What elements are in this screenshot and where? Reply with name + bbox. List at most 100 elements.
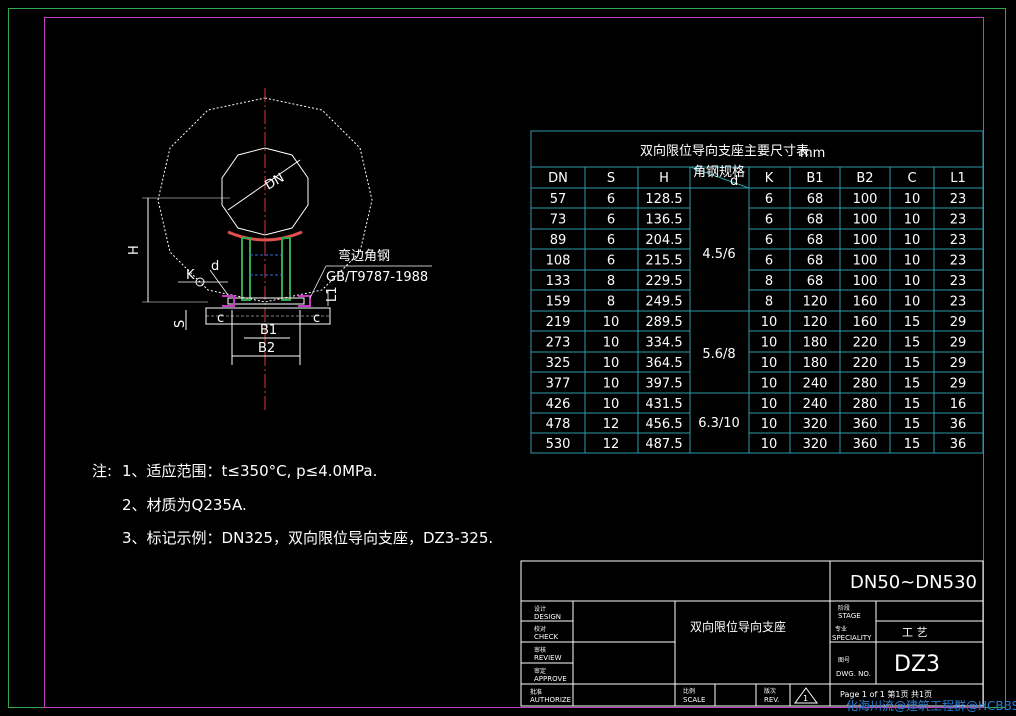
cell-b1: 240	[803, 377, 828, 392]
cell-k: 10	[761, 356, 778, 371]
c-right-label: c	[313, 311, 320, 326]
cell-h: 136.5	[645, 213, 682, 228]
cell-b1: 120	[803, 315, 828, 330]
tb-review-en: REVIEW	[534, 654, 562, 662]
cell-c: 10	[904, 233, 921, 248]
cell-dn: 478	[546, 417, 571, 432]
tb-check-cn: 校对	[534, 625, 546, 633]
d-group-3: 6.3/10	[698, 416, 740, 431]
cell-h: 487.5	[645, 437, 682, 452]
tb-dwg-value: DZ3	[894, 652, 940, 677]
tb-stage-cn: 阶段	[838, 604, 850, 612]
cell-h: 128.5	[645, 192, 682, 207]
cell-l1: 29	[950, 356, 967, 371]
b2-label: B2	[258, 341, 275, 356]
cell-c: 10	[904, 192, 921, 207]
cell-b2: 100	[853, 213, 878, 228]
watermark: 化海川流@建筑工程群@HCBBS	[846, 699, 1016, 713]
cell-l1: 29	[950, 315, 967, 330]
cell-b1: 68	[807, 274, 824, 289]
tb-name: 双向限位导向支座	[690, 619, 786, 634]
saddle-plate	[227, 230, 303, 242]
table-unit: mm	[800, 146, 825, 161]
note-1: 1、适应范围：t≤350°C, p≤4.0MPa.	[122, 462, 378, 480]
note-prefix: 注:	[92, 462, 113, 480]
col-header-b1: B1	[806, 171, 823, 186]
cell-dn: 426	[546, 397, 571, 412]
cell-s: 12	[603, 437, 620, 452]
col-header-h: H	[659, 171, 669, 186]
cell-s: 8	[607, 274, 615, 289]
d-group-1: 4.5/6	[702, 247, 735, 262]
cell-b2: 220	[853, 356, 878, 371]
cell-h: 249.5	[645, 295, 682, 310]
note-3: 3、标记示例：DN325，双向限位导向支座，DZ3-325.	[122, 529, 494, 547]
cell-l1: 23	[950, 254, 967, 269]
angle-steel-left	[222, 295, 235, 307]
tb-dwg-cn: 图号	[838, 657, 850, 664]
s-label: S	[173, 320, 188, 328]
cell-c: 15	[904, 417, 921, 432]
tb-design-cn: 设计	[534, 605, 546, 613]
cell-s: 10	[603, 356, 620, 371]
cell-s: 6	[607, 233, 615, 248]
cell-c: 15	[904, 336, 921, 351]
cell-c: 15	[904, 356, 921, 371]
tb-rev-cn: 版次	[764, 687, 776, 695]
col-header-dn: DN	[548, 171, 568, 186]
tb-scale-en: SCALE	[683, 696, 705, 704]
cell-h: 431.5	[645, 397, 682, 412]
cell-b1: 68	[807, 254, 824, 269]
cell-b1: 320	[803, 417, 828, 432]
cell-l1: 29	[950, 377, 967, 392]
tb-speciality-en: SPECIALITY	[832, 634, 872, 642]
callout-standard: GB/T9787-1988	[326, 270, 428, 285]
cell-l1: 16	[950, 397, 967, 412]
cell-s: 10	[603, 336, 620, 351]
cell-dn: 273	[546, 336, 571, 351]
cell-l1: 29	[950, 336, 967, 351]
tb-scale-cn: 比例	[683, 687, 695, 695]
cell-dn: 377	[546, 377, 571, 392]
cell-h: 204.5	[645, 233, 682, 248]
cell-b1: 180	[803, 356, 828, 371]
k-label: K	[186, 268, 195, 283]
cell-b2: 160	[853, 295, 878, 310]
cell-b2: 360	[853, 437, 878, 452]
cell-dn: 133	[546, 274, 571, 289]
cell-k: 10	[761, 336, 778, 351]
tb-rev-en: REV.	[764, 696, 779, 704]
cell-b2: 280	[853, 377, 878, 392]
cell-dn: 219	[546, 315, 571, 330]
cell-l1: 36	[950, 417, 967, 432]
tb-authorize-en: AUTHORIZE	[530, 696, 571, 704]
cell-b1: 320	[803, 437, 828, 452]
d-label: d	[211, 259, 219, 274]
cell-b2: 100	[853, 274, 878, 289]
b1-label: B1	[260, 323, 277, 338]
pipe-outline	[221, 147, 309, 236]
cell-dn: 108	[546, 254, 571, 269]
cell-l1: 23	[950, 192, 967, 207]
cell-b1: 68	[807, 192, 824, 207]
cell-c: 10	[904, 254, 921, 269]
tb-range: DN50~DN530	[850, 572, 977, 593]
support-rib-left	[241, 237, 251, 301]
cell-k: 8	[765, 274, 773, 289]
cell-h: 229.5	[645, 274, 682, 289]
cell-s: 10	[603, 315, 620, 330]
cell-h: 334.5	[645, 336, 682, 351]
cell-s: 10	[603, 377, 620, 392]
cell-k: 6	[765, 192, 773, 207]
cell-s: 6	[607, 254, 615, 269]
